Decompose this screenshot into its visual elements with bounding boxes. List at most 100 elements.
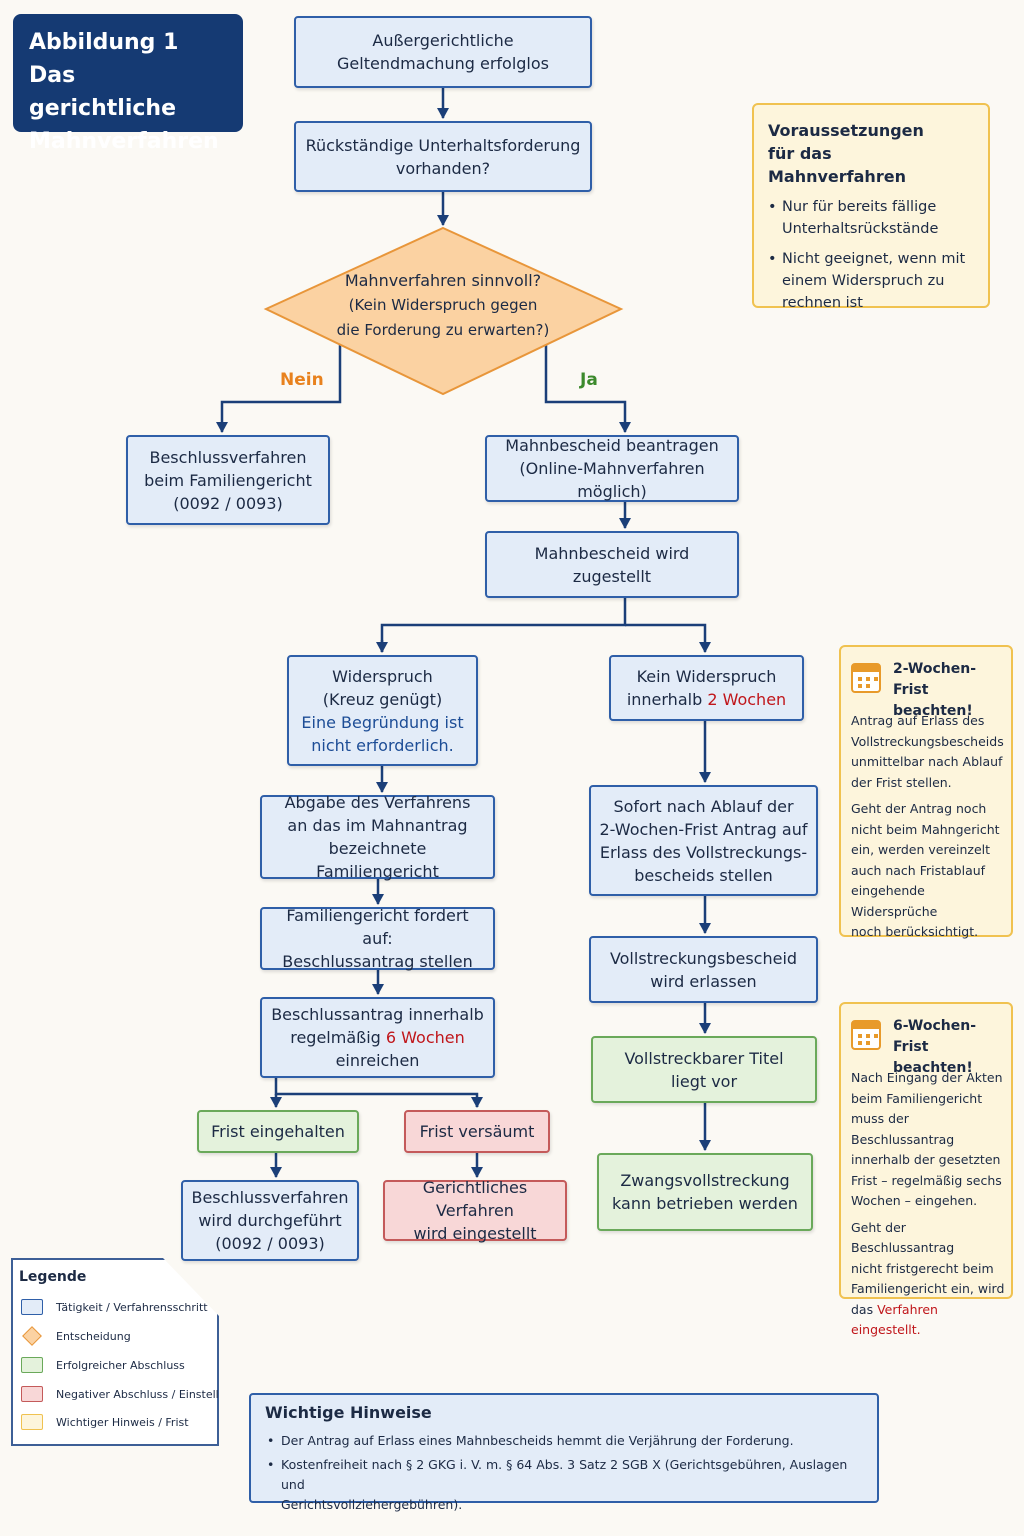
important-notes: Wichtige Hinweise • Der Antrag auf Erlas…: [249, 1393, 879, 1512]
decision-text-line: die Forderung zu erwarten?): [336, 321, 550, 339]
legend-swatch-success: [21, 1357, 43, 1373]
node-zwangsvollstreckung: Zwangsvollstreckung kann betrieben werde…: [597, 1153, 813, 1231]
legend-swatch-activity: [21, 1299, 43, 1315]
node-text: Beschlussverfahren: [191, 1188, 349, 1207]
node-frist-eingehalten: Frist eingehalten: [197, 1110, 359, 1153]
note-text: nicht beim Mahngericht: [851, 821, 1000, 837]
legend-label: Erfolgreicher Abschluss: [56, 1359, 185, 1372]
node-text-line: innerhalb 2 Wochen: [627, 688, 786, 711]
legend-title: Legende: [19, 1269, 87, 1285]
note-text: Geht der Antrag noch: [851, 801, 987, 816]
node-text: Zwangsvollstreckung: [620, 1171, 790, 1190]
edge-split-right: [625, 623, 711, 653]
legend-swatch-negative: [21, 1386, 43, 1402]
node-text: regelmäßig: [290, 1028, 386, 1047]
legend-label: Tätigkeit / Verfahrensschritt: [56, 1301, 208, 1314]
node-text: Außergerichtliche: [372, 31, 514, 50]
node-text: innerhalb: [626, 690, 708, 709]
node-text: Frist eingehalten: [211, 1122, 345, 1141]
node-text: Beschlussantrag innerhalb: [271, 1005, 484, 1024]
legend-swatch-hint: [21, 1414, 43, 1430]
note-text: nicht fristgerecht beim: [851, 1260, 994, 1276]
node-text: Vollstreckungsbescheid: [609, 948, 798, 968]
legend-swatch-decision: [22, 1326, 42, 1346]
bullet: •: [267, 1457, 275, 1472]
node-text: bezeichnete Familiengericht: [316, 839, 439, 881]
note-title-line: beachten!: [893, 1060, 973, 1076]
node-text: (0092 / 0093): [173, 493, 283, 513]
list-text: Unterhaltsrückstände: [782, 221, 939, 237]
figure-title-line: Mahnverfahren: [29, 129, 219, 154]
note-title-line: 2-Wochen-Frist: [893, 661, 977, 698]
node-text: Sofort nach Ablauf der: [613, 796, 794, 816]
edge-antrag-split: [274, 1078, 479, 1107]
node-widerspruch: Widerspruch (Kreuz genügt) Eine Begründu…: [287, 655, 478, 766]
node-text: wird erlassen: [650, 971, 757, 991]
deadline-highlight: Verfahren eingestellt.: [851, 1301, 938, 1338]
node-text: kann betrieben werden: [612, 1194, 798, 1213]
node-text: an das im Mahnantrag: [287, 816, 468, 835]
notes-title: Wichtige Hinweise: [265, 1403, 432, 1422]
frist2-note: 2-Wochen-Frist beachten! Antrag auf Erla…: [839, 645, 1013, 939]
decision-question: Mahnverfahren sinnvoll?: [344, 271, 542, 290]
legend: Legende Tätigkeit / Verfahrensschritt En…: [11, 1258, 219, 1446]
note-text: noch berücksichtigt.: [851, 924, 979, 939]
node-titel: Vollstreckbarer Titel liegt vor: [591, 1036, 817, 1103]
list-item: • Nur für bereits fällige Unterhaltsrück…: [768, 196, 974, 240]
node-text: beim Familiengericht: [144, 470, 312, 490]
note-text: Frist – regelmäßig sechs: [851, 1172, 1002, 1188]
list-text: Nur für bereits fällige: [782, 199, 937, 215]
notes-list: • Der Antrag auf Erlass eines Mahnbesche…: [267, 1431, 865, 1515]
note-text: ein, werden vereinzelt: [851, 842, 991, 857]
legend-label: Negativer Abschluss / Einstellung: [56, 1388, 240, 1401]
deadline-highlight: 6 Wochen: [385, 1028, 465, 1047]
node-text: wird eingestellt: [413, 1224, 537, 1243]
node-antrag-vollstreckung: Sofort nach Ablauf der 2-Wochen-Frist An…: [589, 785, 818, 896]
node-note: nicht erforderlich.: [311, 735, 454, 755]
node-text: Frist versäumt: [419, 1122, 535, 1141]
note-title-line: Voraussetzungen: [768, 121, 924, 140]
bullet: •: [768, 251, 777, 267]
node-frist-versaeumt: Frist versäumt: [404, 1110, 550, 1153]
node-text: Geltendmachung erfolglos: [337, 54, 549, 73]
node-text: Beschlussverfahren: [149, 447, 307, 467]
figure-title-line: Das gerichtliche: [29, 63, 176, 121]
list-text: Gerichtsvollziehergebühren).: [281, 1497, 463, 1512]
node-text: Vollstreckbarer Titel: [624, 1048, 784, 1068]
node-text: Erlass des Vollstreckungs-: [599, 842, 808, 862]
legend-label: Wichtiger Hinweis / Frist: [56, 1416, 189, 1429]
node-beschluss-durchgefuehrt: Beschlussverfahren wird durchgeführt (00…: [181, 1180, 359, 1261]
note-title-line: 6-Wochen-Frist: [893, 1018, 977, 1055]
list-item: • Der Antrag auf Erlass eines Mahnbesche…: [267, 1431, 865, 1451]
note-text-line: das Verfahren eingestellt.: [851, 1300, 1011, 1341]
node-text: einreichen: [335, 1051, 420, 1070]
node-verfahren-eingestellt: Gerichtliches Verfahren wird eingestellt: [383, 1178, 567, 1243]
calendar-icon: [851, 1020, 881, 1050]
list-item: • Kostenfreiheit nach § 2 GKG i. V. m. §…: [267, 1455, 865, 1515]
note-body: Nach Eingang der Akten beim Familiengeri…: [851, 1068, 1011, 1341]
note-body: Antrag auf Erlass des Vollstreckungsbesc…: [851, 711, 1011, 943]
note-text: das: [851, 1301, 878, 1317]
note-title: 6-Wochen-Frist beachten!: [893, 1016, 1011, 1079]
note-text: Nach Eingang der Akten: [851, 1070, 1003, 1085]
node-kein-widerspruch: Kein Widerspruch innerhalb 2 Wochen: [609, 655, 804, 721]
note-text: Antrag auf Erlass des: [851, 713, 985, 728]
list-text: rechnen ist: [782, 295, 863, 311]
bullet: •: [267, 1433, 275, 1448]
node-mahnbescheid-beantragen: Mahnbescheid beantragen (Online-Mahnverf…: [485, 435, 739, 502]
note-title-line: beachten!: [893, 703, 973, 719]
node-beschlussverfahren: Beschlussverfahren beim Familiengericht …: [126, 435, 330, 525]
frist6-note: 6-Wochen-Frist beachten! Nach Eingang de…: [839, 1002, 1013, 1337]
node-text: (Online-Mahnverfahren möglich): [519, 459, 705, 501]
node-text: Beschlussantrag stellen: [282, 952, 473, 971]
list-text: einem Widerspruch zu: [782, 273, 945, 289]
node-start: Außergerichtliche Geltendmachung erfolgl…: [294, 16, 592, 88]
list-text: Kostenfreiheit nach § 2 GKG i. V. m. § 6…: [281, 1457, 848, 1492]
node-rueckstand: Rückständige Unterhaltsforderung vorhand…: [294, 121, 592, 192]
list-text: Nicht geeignet, wenn mit: [782, 251, 966, 267]
list-text: Der Antrag auf Erlass eines Mahnbescheid…: [281, 1433, 794, 1448]
label-ja: Ja: [580, 370, 598, 390]
node-text: (0092 / 0093): [215, 1234, 325, 1253]
edge-decision-ja: [544, 345, 631, 433]
